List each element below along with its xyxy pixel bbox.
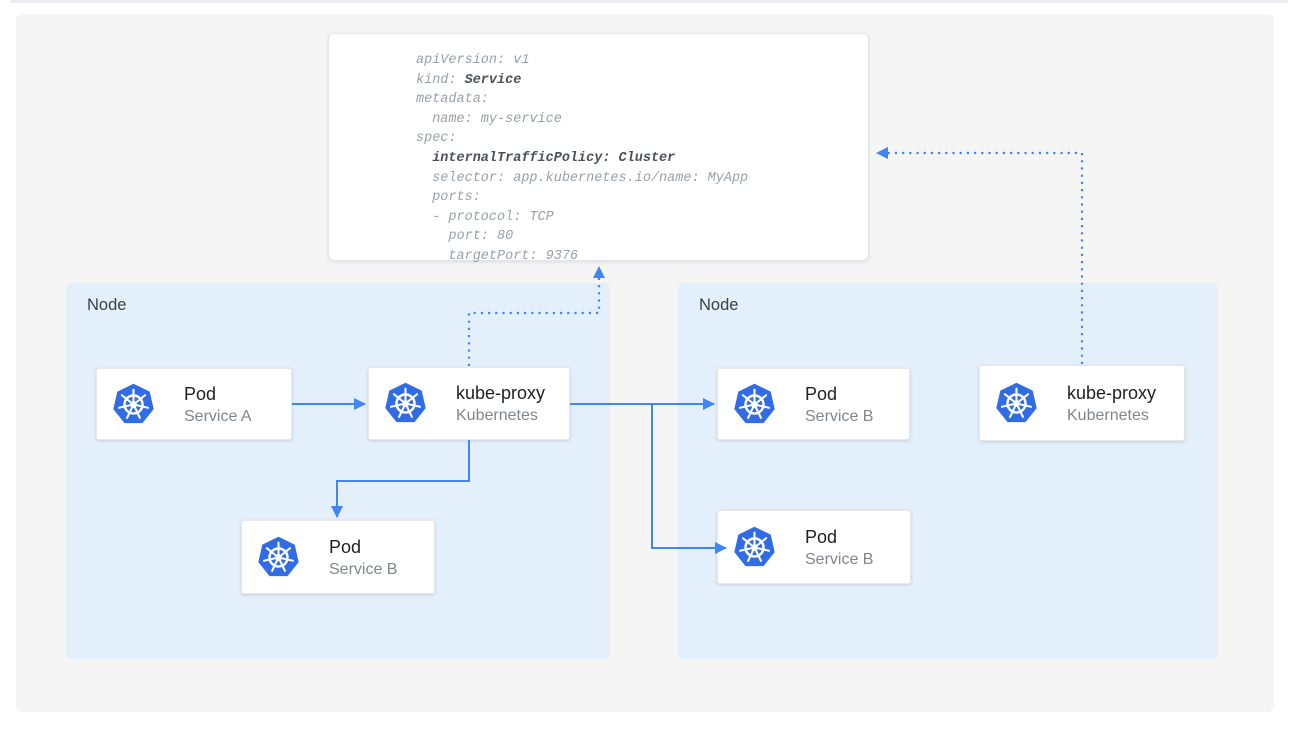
card-subtitle: Kubernetes (1067, 406, 1149, 424)
yaml-line: name: my-service (416, 111, 562, 127)
kubernetes-icon (384, 381, 427, 424)
yaml-line: ports: (416, 190, 481, 206)
node-label: Node (87, 296, 127, 314)
card-subtitle: Kubernetes (456, 407, 538, 424)
yaml-line: apiVersion: v1 (416, 53, 530, 68)
yaml-line: spec: (416, 131, 457, 147)
page-top-border (10, 0, 1288, 3)
yaml-line: port: 80 (416, 229, 514, 245)
yaml-line: internalTrafficPolicy: Cluster (432, 150, 676, 166)
card-subtitle: Service B (805, 550, 874, 568)
pod-service-b-right-bottom-card: Pod Service B (717, 510, 911, 584)
kubernetes-icon (257, 535, 300, 577)
card-title: Pod (805, 526, 838, 547)
node-label: Node (699, 296, 739, 314)
service-yaml-card: apiVersion: v1 kind: Service metadata: n… (328, 33, 869, 264)
yaml-line: selector: app.kubernetes.io/name: MyApp (416, 170, 749, 186)
kubernetes-icon (112, 382, 155, 424)
kubernetes-icon (733, 382, 776, 424)
pod-service-b-left-card: Pod Service B (241, 520, 435, 594)
card-title: Pod (805, 383, 838, 404)
node-box-left: Node (66, 283, 610, 659)
kubernetes-icon (733, 525, 776, 567)
pod-service-a-card: Pod Service A (96, 368, 292, 440)
card-title: Pod (329, 536, 362, 557)
card-title: kube-proxy (1067, 382, 1157, 403)
pod-service-b-right-top-card: Pod Service B (717, 368, 910, 440)
kubernetes-icon (995, 381, 1038, 423)
card-title: Pod (184, 383, 217, 404)
yaml-line: targetPort: 9376 (416, 248, 579, 264)
kube-proxy-left-card: kube-proxy Kubernetes (368, 367, 570, 440)
card-subtitle: Service B (329, 560, 398, 578)
card-subtitle: Service B (805, 407, 874, 425)
kube-proxy-right-card: kube-proxy Kubernetes (979, 365, 1185, 441)
yaml-line: metadata: (416, 92, 489, 108)
yaml-line: kind: Service (416, 72, 522, 88)
card-subtitle: Service A (184, 407, 252, 425)
yaml-line: - protocol: TCP (416, 209, 554, 225)
node-box-right: Node (678, 283, 1218, 659)
card-title: kube-proxy (456, 383, 546, 403)
